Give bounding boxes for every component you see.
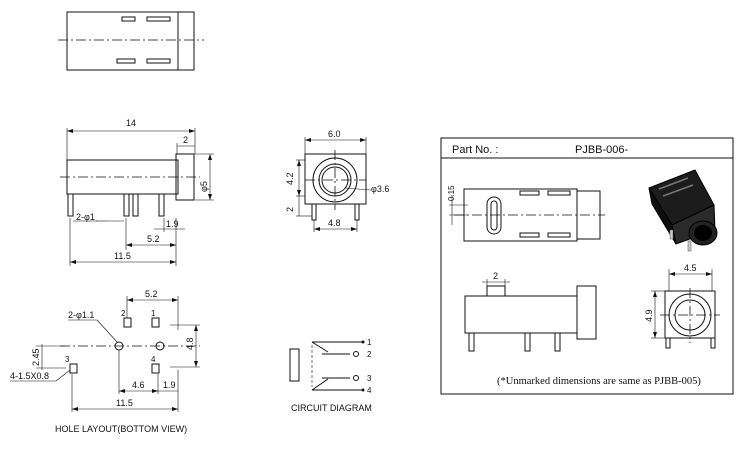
side-dim-height: φ5 <box>199 181 209 192</box>
circuit-pin-1: 1 <box>367 338 372 347</box>
hole-dim-46: 4.6 <box>132 380 145 390</box>
front-dim-width: 6.0 <box>328 129 341 139</box>
hole-dim-48: 4.8 <box>185 337 195 350</box>
box-dim-49: 4.9 <box>644 309 654 322</box>
slot-2 <box>123 317 132 328</box>
hole-dim-holes: 2-φ1.1 <box>68 310 94 320</box>
side-dim-pins: 5.2 <box>147 234 160 244</box>
front-dim-48: 4.8 <box>328 218 341 228</box>
circuit-diagram: 1 2 3 4 CIRCUIT DIAGRAM <box>289 338 372 413</box>
front-view: 6.0 4.2 2 φ3.6 4.8 <box>285 129 389 232</box>
box-dim-2: 2 <box>493 271 498 281</box>
circuit-pin-2: 2 <box>367 350 372 359</box>
hole-right <box>155 341 165 351</box>
box-dim-45: 4.5 <box>684 263 697 273</box>
front-dim-h2: 2 <box>285 207 295 212</box>
front-dim-bore: φ3.6 <box>371 184 389 194</box>
side-dim-overall: 11.5 <box>114 251 131 261</box>
front-dim-h42: 4.2 <box>285 172 295 185</box>
hole-dim-slots: 4-1.5X0.8 <box>10 371 49 381</box>
top-view <box>58 11 204 71</box>
hole-pin-4: 4 <box>151 355 156 364</box>
slot-1 <box>151 317 160 328</box>
side-view: 14 2 φ5 2-φ1 1.9 5.2 11.5 <box>60 118 214 266</box>
jack-3d-render <box>648 169 718 252</box>
slot-4 <box>151 363 160 374</box>
circuit-pin-3: 3 <box>367 374 372 383</box>
hole-pin-3: 3 <box>65 355 70 364</box>
hole-dim-245: 2.45 <box>31 348 41 366</box>
hole-dim-19: 1.9 <box>163 380 176 390</box>
part-value: PJBB-006- <box>575 144 629 156</box>
hole-layout: 2 1 3 4 5.2 2-φ1.1 4.8 2.45 4-1.5X0.8 <box>10 289 200 434</box>
part-label: Part No. : <box>452 144 498 156</box>
hole-pin-2: 2 <box>121 309 126 318</box>
side-dim-pin-dia: 2-φ1 <box>76 212 95 222</box>
variant-box: Part No. : PJBB-006- 0.15 <box>440 137 734 395</box>
box-dim-015: 0.15 <box>447 185 456 201</box>
slot-3 <box>69 363 78 374</box>
hole-pin-1: 1 <box>151 309 156 318</box>
circuit-pin-4: 4 <box>367 386 372 395</box>
side-dim-length: 14 <box>126 118 136 128</box>
circuit-caption: CIRCUIT DIAGRAM <box>291 403 372 413</box>
side-dim-head: 2 <box>183 135 188 145</box>
hole-dim-52: 5.2 <box>145 289 158 299</box>
hole-dim-115: 11.5 <box>116 398 133 408</box>
hole-layout-caption: HOLE LAYOUT(BOTTOM VIEW) <box>55 424 187 434</box>
side-dim-pitch: 1.9 <box>166 219 179 229</box>
box-note: (*Unmarked dimensions are same as PJBB-0… <box>497 376 701 387</box>
